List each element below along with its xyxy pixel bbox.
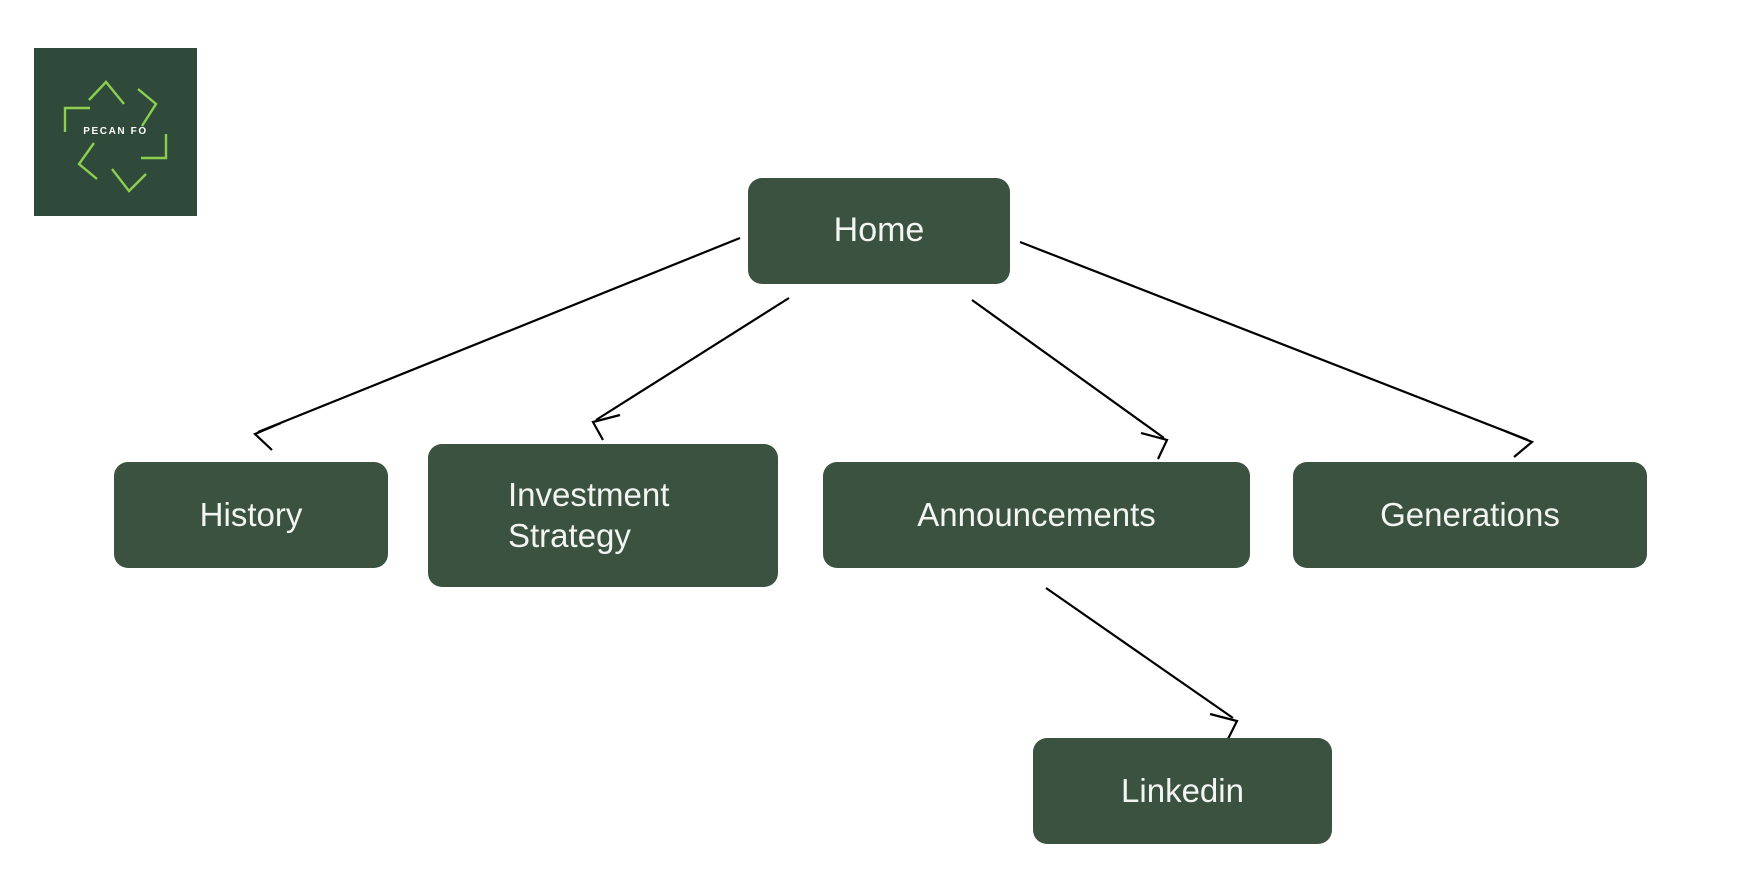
- node-linkedin[interactable]: Linkedin: [1033, 738, 1332, 844]
- node-history[interactable]: History: [114, 462, 388, 568]
- node-announcements[interactable]: Announcements: [823, 462, 1250, 568]
- node-history-label: History: [199, 495, 303, 533]
- edge-home-strategy: [591, 297, 790, 441]
- node-investment-strategy-label: Investment Strategy: [508, 476, 670, 554]
- edge-home-generations: [1019, 240, 1535, 458]
- node-generations-label: Generations: [1380, 495, 1560, 533]
- edge-home-history: [253, 236, 741, 451]
- edge-home-announce: [971, 299, 1169, 460]
- brand-logo-tile: PECAN FO: [34, 48, 197, 216]
- edge-announce-linkedin: [1045, 587, 1239, 740]
- node-announcements-label: Announcements: [917, 495, 1156, 533]
- pinwheel-logo-icon: [63, 80, 168, 193]
- node-linkedin-label: Linkedin: [1121, 771, 1244, 809]
- node-generations[interactable]: Generations: [1293, 462, 1647, 568]
- node-home-label: Home: [833, 211, 925, 250]
- node-investment-strategy[interactable]: Investment Strategy: [428, 444, 778, 587]
- brand-logo-text: PECAN FO: [83, 126, 148, 137]
- node-home[interactable]: Home: [748, 178, 1010, 284]
